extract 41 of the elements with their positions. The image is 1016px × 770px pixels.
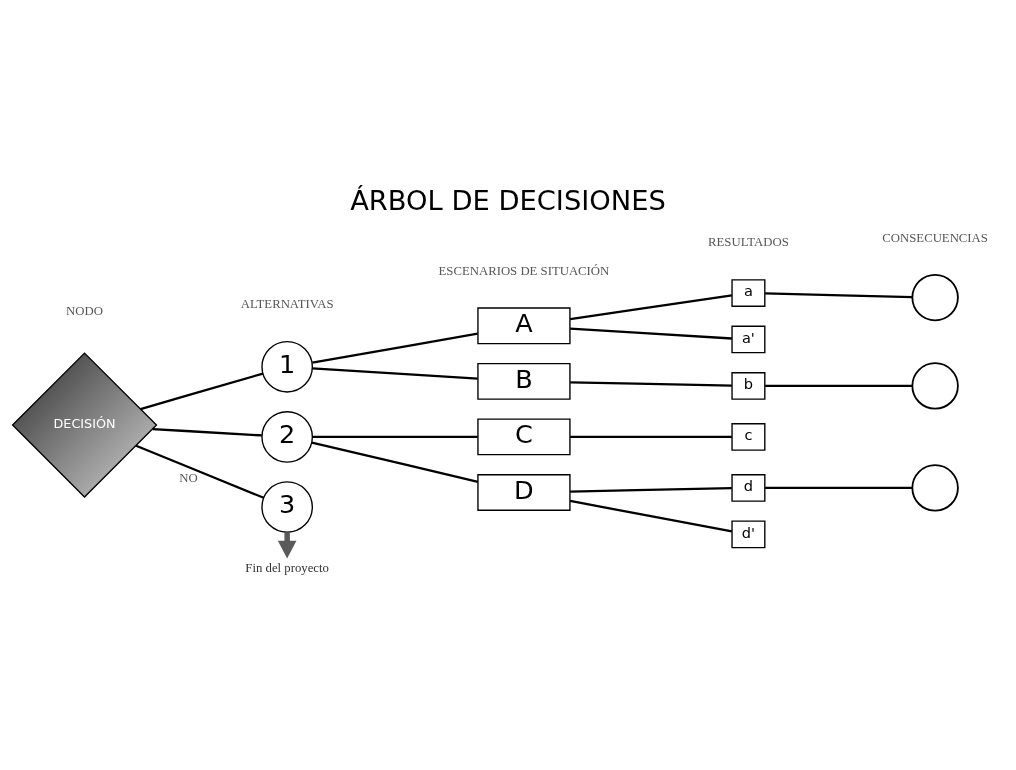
node-text: Fin del proyecto (245, 561, 329, 576)
connector (312, 367, 478, 380)
connector (570, 294, 732, 321)
node-box: C (477, 418, 571, 456)
node-box: d' (731, 520, 766, 549)
node-box: B (477, 362, 571, 400)
node-box: a (731, 279, 766, 307)
connector (765, 292, 913, 299)
connector (765, 486, 913, 490)
node-box: d (731, 474, 766, 502)
label: RESULTADOS (708, 235, 789, 250)
label: ESCENARIOS DE SITUACIÓN (438, 263, 610, 278)
label: NODO (66, 303, 103, 318)
node-circle: 2 (261, 411, 313, 463)
node-circle (911, 464, 959, 512)
node-circle (911, 362, 959, 410)
connector (140, 372, 264, 411)
node-circle: 3 (261, 481, 313, 533)
connector (569, 499, 733, 533)
edge-label: NO (179, 470, 198, 485)
node-box: a' (731, 325, 766, 354)
label: CONSECUENCIAS (882, 230, 988, 245)
connector (312, 332, 478, 364)
connector (570, 327, 732, 340)
diagram-title: ÁRBOL DE DECISIONES (350, 185, 666, 217)
connector (765, 384, 913, 388)
node-circle (911, 273, 959, 322)
node-box: A (477, 307, 571, 345)
label: ALTERNATIVAS (240, 297, 334, 312)
node-box: b (731, 372, 766, 400)
connector (570, 381, 732, 387)
connector (135, 444, 265, 499)
node-box: c (731, 423, 766, 451)
connector (312, 435, 478, 439)
node-diamond: DECISIÓN (11, 352, 158, 498)
connector (311, 441, 479, 483)
connector (152, 427, 262, 437)
node-circle: 1 (261, 340, 313, 393)
connector (570, 487, 732, 493)
connector (570, 435, 732, 439)
node-box: D (477, 474, 571, 511)
